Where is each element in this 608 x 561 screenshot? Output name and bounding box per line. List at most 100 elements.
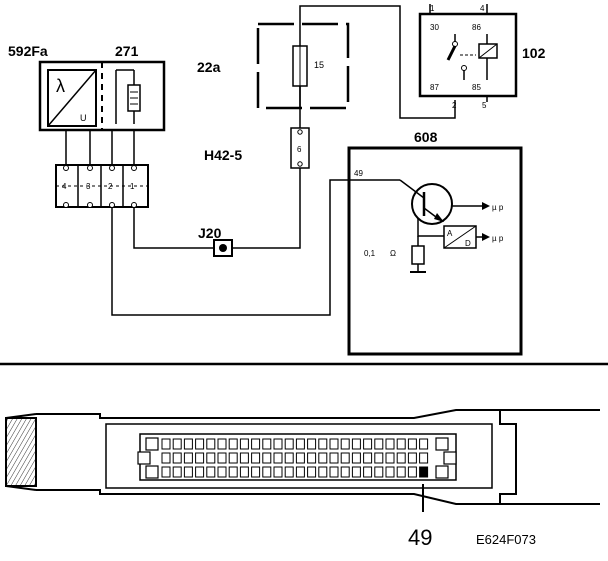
- pin-cavity: [251, 466, 261, 478]
- pin-cavity: [228, 452, 238, 464]
- adc-label-d: D: [465, 239, 471, 248]
- pin-cavity: [172, 452, 182, 464]
- pin-cavity: [329, 452, 339, 464]
- pin-cavity: [295, 438, 305, 450]
- voltage-symbol: U: [80, 113, 87, 123]
- label-fuse-box: 22a: [197, 59, 221, 75]
- relay-pin-top-right: 4: [480, 4, 485, 13]
- pin-cavity: [206, 452, 216, 464]
- connector-body: [290, 127, 310, 169]
- ecu-608: 608 49 µ p A D µ p 0,1 Ω: [347, 129, 523, 356]
- pin-cavity: [340, 452, 350, 464]
- pin-cavity: [195, 466, 205, 478]
- mu-p-output-2: µ p: [492, 234, 504, 243]
- pin-cavity: [407, 466, 417, 478]
- pin-cavity: [284, 452, 294, 464]
- plug-pin-4: 4: [62, 182, 67, 191]
- sensor-plug: 4 3 2 1: [55, 164, 149, 208]
- pin-cavity: [363, 452, 373, 464]
- pin-cavity: [385, 452, 395, 464]
- relay-pin-top-left: 1: [430, 4, 435, 13]
- pin-cavity: [239, 466, 249, 478]
- ecu-housing: [347, 146, 523, 356]
- pin-cavity: [172, 438, 182, 450]
- pin-cavity: [340, 466, 350, 478]
- pin-cavity: [206, 466, 216, 478]
- junction-j20: J20: [198, 225, 233, 257]
- ecu-connector-view: 49: [5, 409, 600, 550]
- resistor-unit: Ω: [390, 249, 396, 258]
- pin-cavity: [419, 466, 429, 478]
- connector-h42-5: H42-5 6: [204, 127, 310, 169]
- pin-cavity: [318, 466, 328, 478]
- sensor-cell: [47, 69, 97, 127]
- pin-cavity: [183, 466, 193, 478]
- pin-cavity: [407, 452, 417, 464]
- pin-cavity: [172, 466, 182, 478]
- sensor-cell-diagonal: [47, 69, 97, 127]
- pin-cavity: [329, 438, 339, 450]
- pin-cavity: [351, 438, 361, 450]
- pin-cavity: [228, 466, 238, 478]
- lambda-symbol: λ: [56, 76, 65, 96]
- pin-cavity: [351, 466, 361, 478]
- relay-housing: [418, 12, 518, 98]
- relay-switch-arm: [446, 45, 457, 61]
- pin-cavity: [273, 452, 283, 464]
- pin-cavity: [273, 438, 283, 450]
- lambda-sensor-group: 592Fa 271 λ U: [8, 43, 166, 132]
- shunt-resistor: [411, 245, 425, 265]
- transistor: [411, 183, 453, 225]
- pin-cavity: [363, 466, 373, 478]
- connector-pin: 6: [297, 145, 302, 154]
- fuse-box-outline: [256, 22, 350, 110]
- plug-pin-3: 3: [86, 182, 91, 191]
- pin-cavity: [295, 452, 305, 464]
- relay-pin-bottom-right: 5: [482, 101, 487, 110]
- pin-cavity: [262, 466, 272, 478]
- pin-cavity: [251, 438, 261, 450]
- pin-cavity: [284, 466, 294, 478]
- pin-cavity: [351, 452, 361, 464]
- pin-cavity: [307, 452, 317, 464]
- pin-cavity: [161, 452, 171, 464]
- resistor-value: 0,1: [364, 249, 376, 258]
- relay-terminal-86: 86: [472, 23, 481, 32]
- pin-cavity: [273, 466, 283, 478]
- harness-wires: [111, 5, 456, 316]
- pin-cavity: [318, 452, 328, 464]
- relay-terminal-30: 30: [430, 23, 439, 32]
- pin-cavity: [385, 466, 395, 478]
- pin-cavity: [374, 466, 384, 478]
- pin-cavity: [385, 438, 395, 450]
- relay-pin-bottom-left: 2: [452, 101, 457, 110]
- label-connector: H42-5: [204, 147, 242, 163]
- fuse-number: 15: [314, 60, 324, 70]
- figure-code: E624F073: [476, 532, 536, 547]
- pin-cavity: [374, 452, 384, 464]
- pin-cavity: [396, 452, 406, 464]
- pin-cavity: [251, 452, 261, 464]
- relay-terminal-85: 85: [472, 83, 481, 92]
- pin-cavity: [217, 466, 227, 478]
- pin-cavity: [239, 452, 249, 464]
- relay-102: 102 1 4 2 5 30 86 87 85: [418, 4, 546, 110]
- pin-cavity: [318, 438, 328, 450]
- pin-cavity: [407, 438, 417, 450]
- plug-pin-1: 1: [130, 182, 135, 191]
- label-sensor: 592Fa: [8, 43, 48, 59]
- pin-cavity: [419, 452, 429, 464]
- pin-cavity: [374, 438, 384, 450]
- pin-cavity: [262, 452, 272, 464]
- pin-cavity: [363, 438, 373, 450]
- mu-p-output-1: µ p: [492, 203, 504, 212]
- pin-cavity: [396, 466, 406, 478]
- pin-cavity: [396, 438, 406, 450]
- pin-cavity: [262, 438, 272, 450]
- label-heater: 271: [115, 43, 139, 59]
- pin-cavity: [206, 438, 216, 450]
- pin-cavity: [295, 466, 305, 478]
- connector-pin-rows: [161, 438, 429, 478]
- pin-cavity: [161, 466, 171, 478]
